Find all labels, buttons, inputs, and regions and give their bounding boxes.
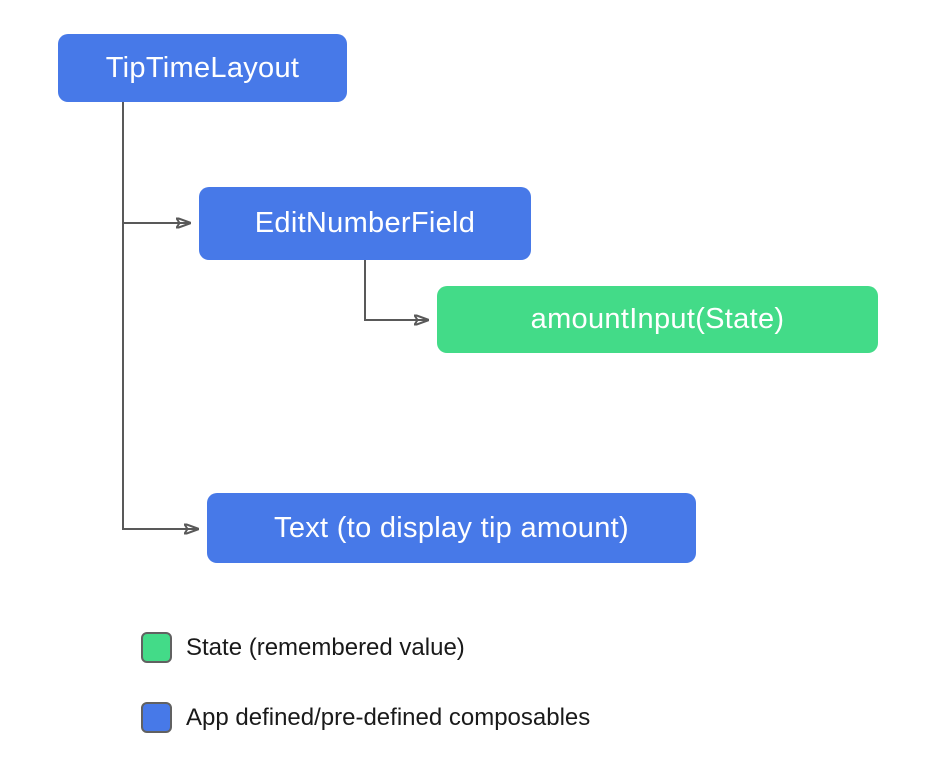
node-editnumberfield: EditNumberField xyxy=(199,187,531,260)
node-tiptimelayout: TipTimeLayout xyxy=(58,34,347,102)
legend-item-composables: App defined/pre-defined composables xyxy=(141,702,590,733)
node-text-display-tip-amount: Text (to display tip amount) xyxy=(207,493,696,563)
legend-swatch-state xyxy=(141,632,172,663)
legend-label-state: State (remembered value) xyxy=(186,633,465,661)
node-amountinput-state: amountInput(State) xyxy=(437,286,878,353)
legend-item-state: State (remembered value) xyxy=(141,632,465,663)
legend-swatch-composables xyxy=(141,702,172,733)
connector-tiptimelayout-to-text xyxy=(122,102,198,529)
legend-label-composables: App defined/pre-defined composables xyxy=(186,703,591,731)
connector-editnumberfield-to-amountinput xyxy=(364,260,428,320)
